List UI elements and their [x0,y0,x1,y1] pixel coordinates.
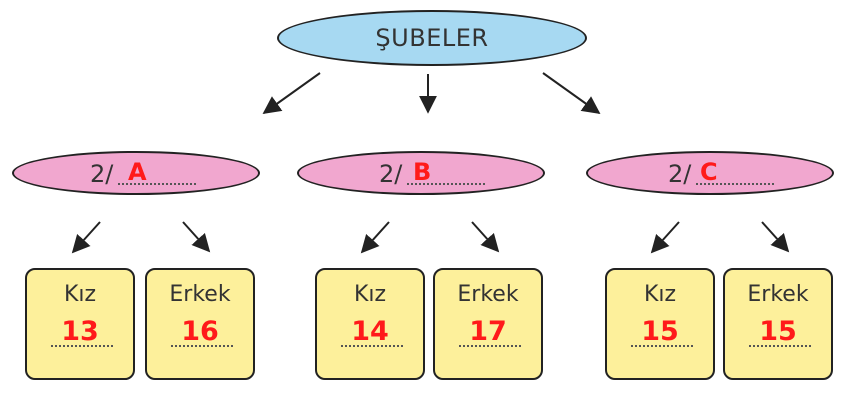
root-title: ŞUBELER [375,24,489,52]
girls-count: 14 [351,316,389,347]
class-prefix: 2/ [668,160,692,188]
girls-count: 13 [61,316,99,347]
girls-box-a: Kız 13 [25,268,135,380]
arrow-c-boys [761,221,790,253]
arrow-to-a [262,72,321,115]
root-node: ŞUBELER [277,10,587,66]
boys-count: 15 [759,316,797,347]
class-letter: C [700,158,718,186]
boys-count: 16 [181,316,219,347]
boys-count: 17 [469,316,507,347]
boys-label: Erkek [457,282,519,307]
arrow-a-girls [71,221,101,254]
class-node-c: 2/ C [586,151,834,195]
boys-label: Erkek [747,282,809,307]
answer-dotted-line [341,345,403,347]
answer-dotted-line [631,345,693,347]
answer-dotted-line [118,183,196,185]
girls-count: 15 [641,316,679,347]
class-node-a: 2/ A [12,151,260,195]
boys-box-c: Erkek 15 [723,268,833,380]
class-prefix: 2/ [379,160,403,188]
arrow-to-c [542,72,601,115]
answer-dotted-line [749,345,811,347]
class-letter: B [413,158,432,186]
arrow-b-boys [471,221,500,253]
arrow-b-girls [360,221,390,254]
answer-dotted-line [51,345,113,347]
class-node-b: 2/ B [297,151,545,195]
girls-label: Kız [353,282,387,307]
answer-dotted-line [696,183,774,185]
arrow-c-girls [650,221,680,254]
boys-label: Erkek [169,282,231,307]
boys-box-b: Erkek 17 [433,268,543,380]
class-prefix: 2/ [90,160,114,188]
class-letter: A [128,158,147,186]
girls-label: Kız [63,282,97,307]
answer-dotted-line [407,183,485,185]
girls-label: Kız [643,282,677,307]
answer-dotted-line [171,345,233,347]
arrow-a-boys [182,221,211,253]
girls-box-b: Kız 14 [315,268,425,380]
answer-dotted-line [459,345,521,347]
girls-box-c: Kız 15 [605,268,715,380]
boys-box-a: Erkek 16 [145,268,255,380]
